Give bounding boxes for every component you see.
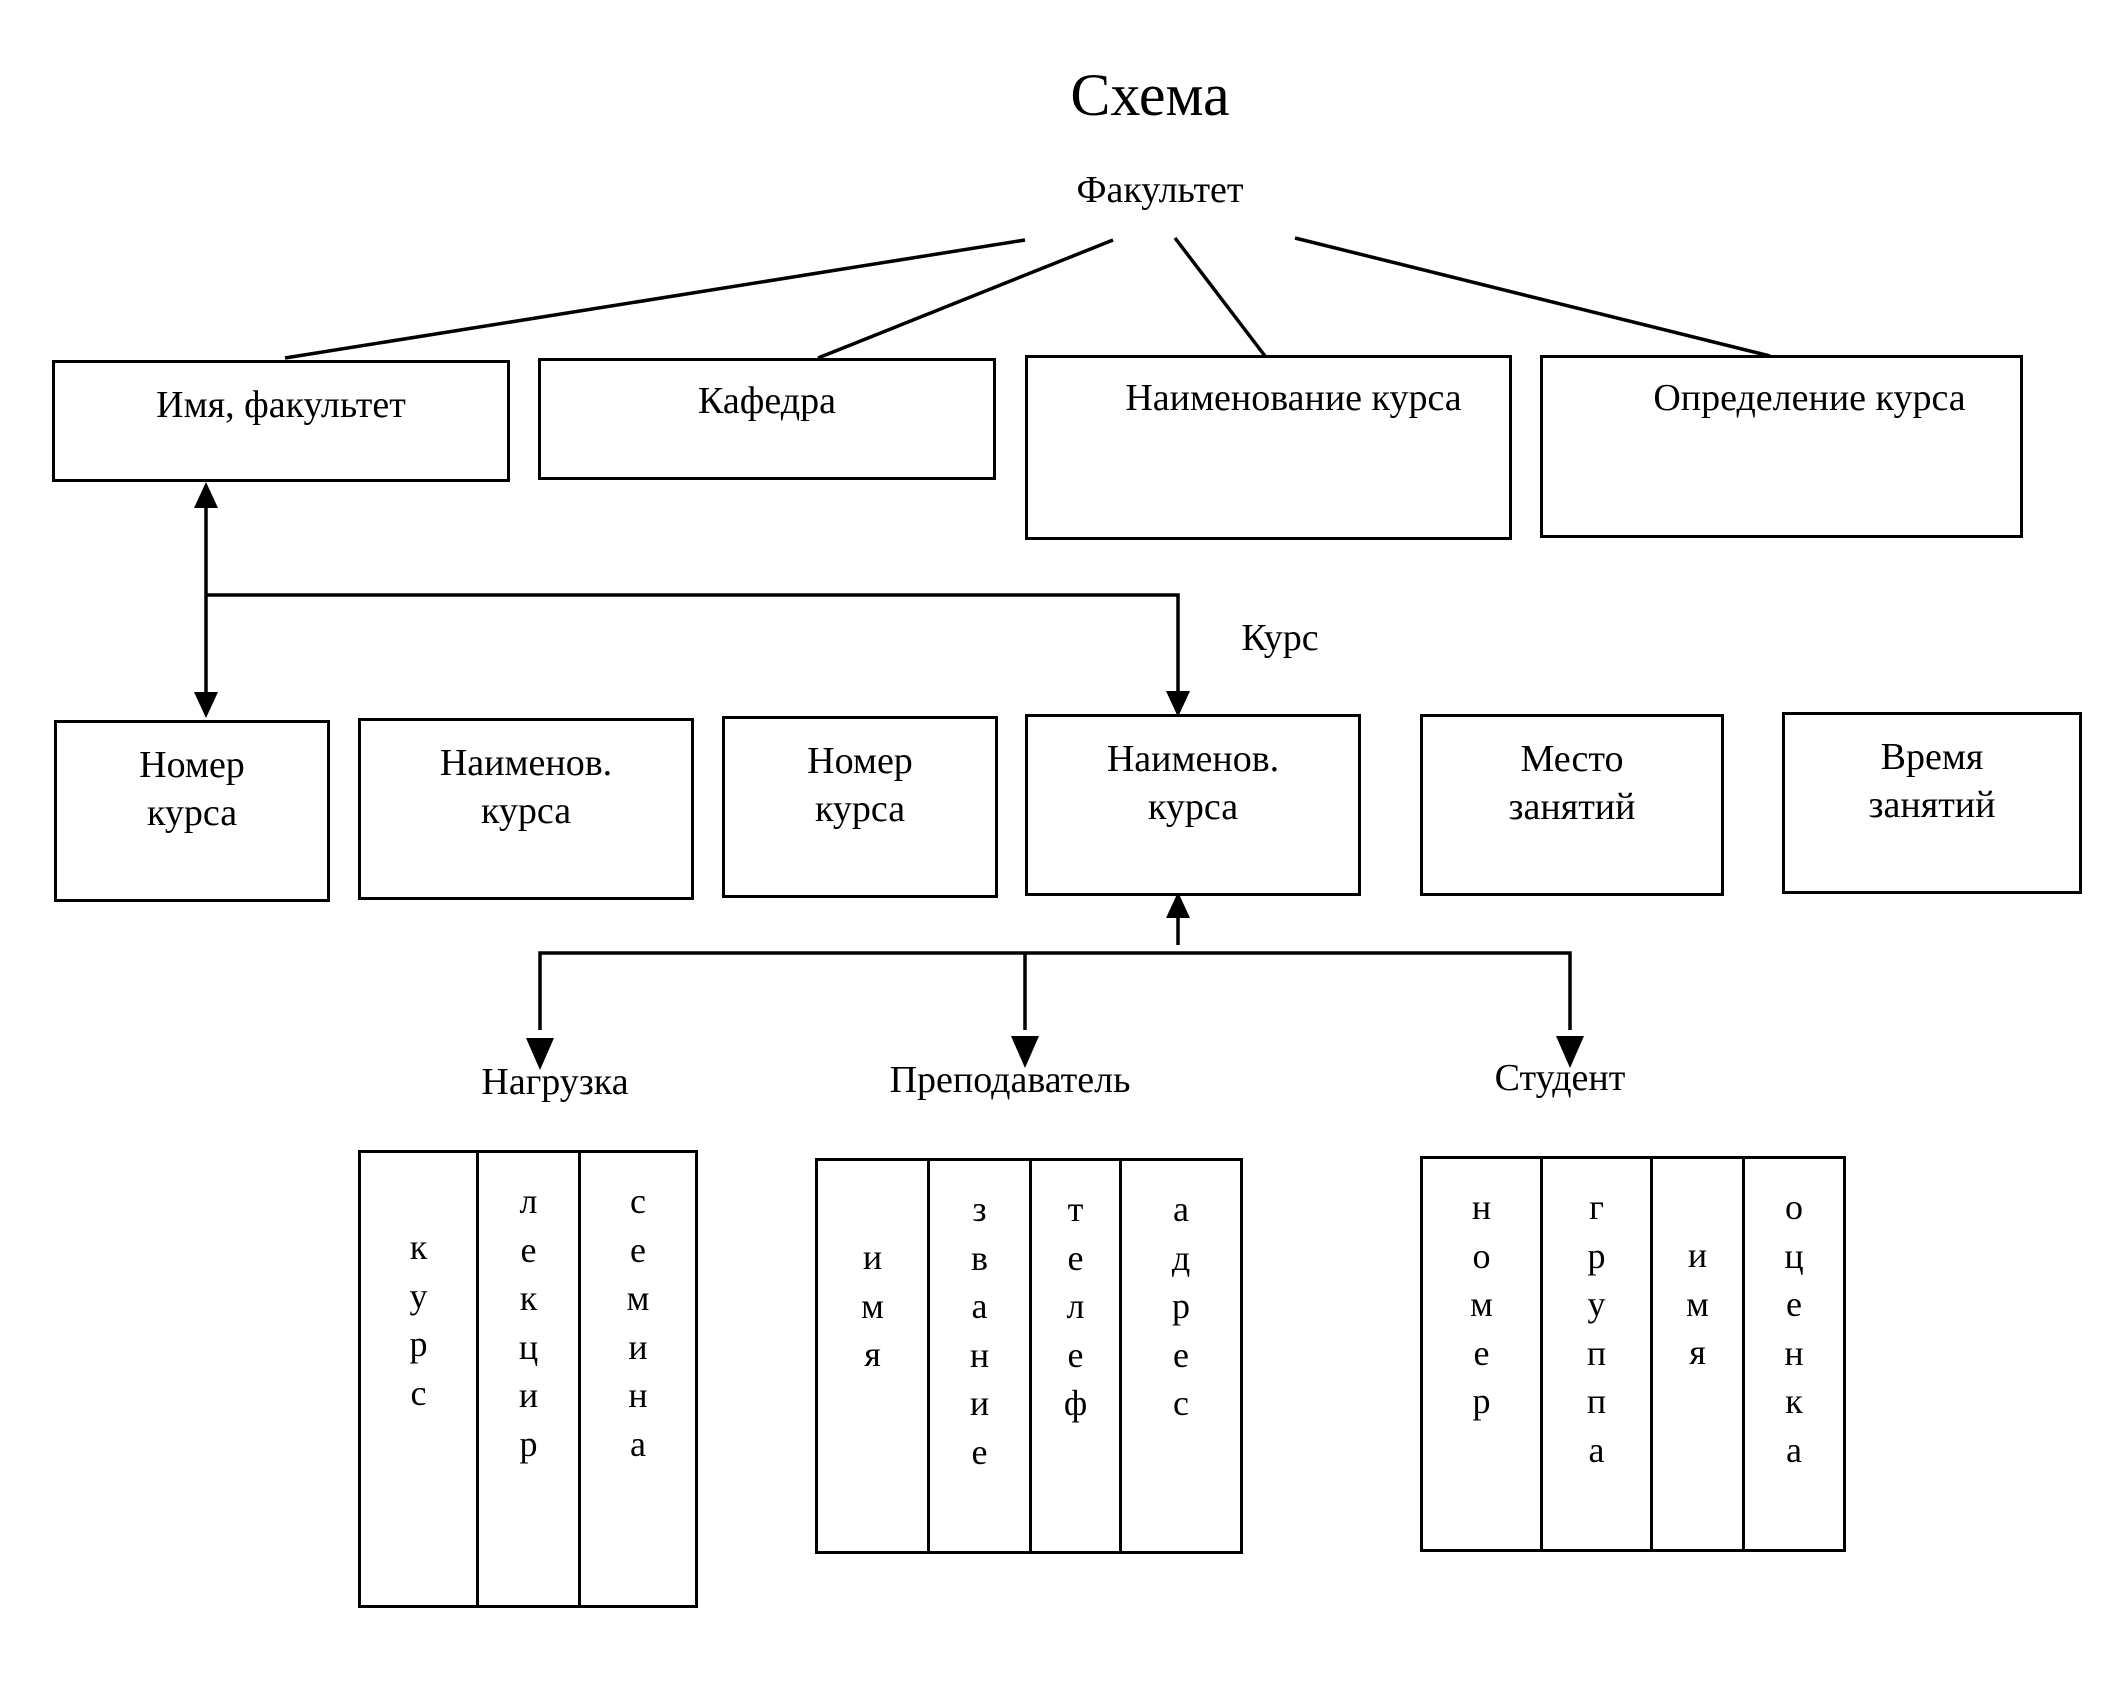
load-col-lectures: л е к ц и р xyxy=(479,1153,581,1605)
faculty-box-name: Имя, факультет xyxy=(52,360,510,482)
student-col-grade-text: о ц е н к а xyxy=(1784,1187,1804,1470)
student-table: н о м е р г р у п п а и м я о ц е н к а xyxy=(1420,1156,1846,1552)
course-box-place-line-1: Место xyxy=(1520,738,1624,780)
teacher-col-address: а д р е с xyxy=(1122,1161,1240,1551)
faculty-box-course-definition-text: Определение курса xyxy=(1653,377,1966,419)
load-col-lectures-text: л е к ц и р xyxy=(518,1181,539,1464)
teacher-col-title-text: з в а н и е xyxy=(969,1189,990,1472)
teacher-col-name: и м я xyxy=(818,1161,930,1551)
faculty-line-2 xyxy=(817,238,1114,360)
load-col-seminars-text: с е м и н а xyxy=(626,1181,650,1464)
student-col-group-text: г р у п п а xyxy=(1586,1187,1607,1470)
faculty-box-course-name: Наименование курса xyxy=(1025,355,1512,540)
course-box-time: Время занятий xyxy=(1782,712,2082,894)
course-label: Курс xyxy=(1241,617,1319,659)
arrowhead-down-course-4 xyxy=(1166,691,1190,717)
student-col-name: и м я xyxy=(1653,1159,1745,1549)
course-box-time-line-1: Время xyxy=(1880,736,1984,778)
teacher-col-phone: т е л е ф xyxy=(1032,1161,1122,1551)
course-box-number-2: Номер курса xyxy=(722,716,998,898)
student-col-number: н о м е р xyxy=(1423,1159,1543,1549)
arrowhead-up-faculty xyxy=(194,482,218,508)
student-col-grade: о ц е н к а xyxy=(1745,1159,1843,1549)
faculty-line-4 xyxy=(1294,236,1771,358)
load-col-course-text: к у р с xyxy=(409,1227,428,1413)
arrowhead-down-course-1 xyxy=(194,692,218,718)
teacher-label: Преподаватель xyxy=(889,1059,1131,1101)
faculty-label: Факультет xyxy=(1076,169,1244,211)
course-box-number-1: Номер курса xyxy=(54,720,330,902)
diagram-title: Схема xyxy=(1070,62,1230,128)
course-box-time-line-2: занятий xyxy=(1868,784,1996,826)
load-col-seminars: с е м и н а xyxy=(581,1153,695,1605)
load-table: к у р с л е к ц и р с е м и н а xyxy=(358,1150,698,1608)
course-box-name-1-line-1: Наименов. xyxy=(439,742,613,784)
course-box-number-1-line-1: Номер xyxy=(139,744,245,786)
course-box-number-1-line-2: курса xyxy=(146,792,238,834)
student-col-name-text: и м я xyxy=(1686,1235,1709,1372)
course-box-name-2-line-2: курса xyxy=(1147,786,1239,828)
arrowhead-down-student xyxy=(1556,1036,1584,1068)
arrowhead-down-teacher xyxy=(1011,1036,1039,1068)
course-box-place: Место занятий xyxy=(1420,714,1724,896)
student-col-number-text: н о м е р xyxy=(1470,1187,1493,1421)
arrowhead-up-course-4 xyxy=(1166,892,1190,918)
teacher-col-phone-text: т е л е ф xyxy=(1063,1189,1088,1423)
course-box-number-2-line-1: Номер xyxy=(807,740,913,782)
course-box-place-line-2: занятий xyxy=(1508,786,1636,828)
course-branch-bus xyxy=(538,951,1572,1030)
arrowheads xyxy=(194,482,1584,1070)
student-col-group: г р у п п а xyxy=(1543,1159,1653,1549)
teacher-col-title: з в а н и е xyxy=(930,1161,1032,1551)
load-col-course: к у р с xyxy=(361,1153,479,1605)
teacher-table: и м я з в а н и е т е л е ф а д р е с xyxy=(815,1158,1243,1554)
arrowhead-down-load xyxy=(526,1038,554,1070)
faculty-line-1 xyxy=(284,238,1026,360)
faculty-box-course-definition: Определение курса xyxy=(1540,355,2023,538)
faculty-box-name-text: Имя, факультет xyxy=(156,384,406,426)
course-box-name-2-line-1: Наименов. xyxy=(1106,738,1280,780)
course-box-name-2: Наименов. курса xyxy=(1025,714,1361,896)
teacher-col-address-text: а д р е с xyxy=(1171,1189,1191,1423)
course-box-name-1-line-2: курса xyxy=(480,790,572,832)
course-box-name-1: Наименов. курса xyxy=(358,718,694,900)
student-label: Студент xyxy=(1494,1057,1626,1099)
teacher-col-name-text: и м я xyxy=(861,1237,884,1374)
faculty-box-department: Кафедра xyxy=(538,358,996,480)
course-box-number-2-line-2: курса xyxy=(814,788,906,830)
faculty-course-connector xyxy=(206,593,1180,710)
load-label: Нагрузка xyxy=(481,1061,629,1103)
faculty-box-course-name-text: Наименование курса xyxy=(1125,377,1462,419)
faculty-box-department-text: Кафедра xyxy=(698,380,836,422)
faculty-line-3 xyxy=(1173,236,1267,358)
